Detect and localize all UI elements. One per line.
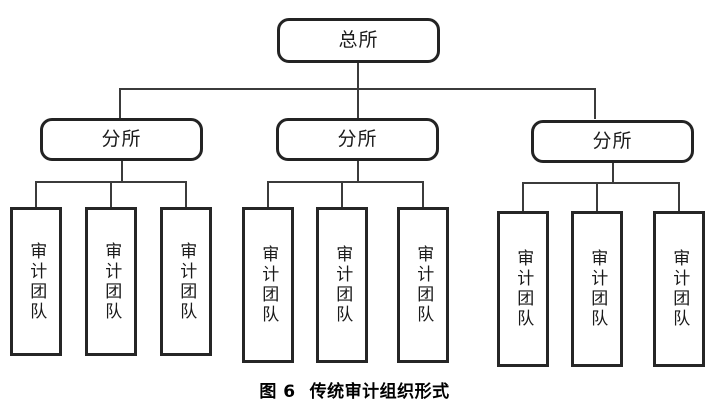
connector-group2-drop [357, 161, 359, 182]
connector-group2-team-drop-3 [422, 181, 424, 208]
node-audit-team-2-2: 审计团队 [316, 207, 368, 363]
connector-group3-team-drop-2 [596, 182, 598, 212]
figure-caption: 图 6 传统审计组织形式 [0, 377, 709, 402]
connector-branch-drop-1 [119, 88, 121, 119]
node-head-office: 总所 [277, 18, 440, 63]
connector-branch-drop-2 [357, 88, 359, 119]
node-audit-team-2-1: 审计团队 [242, 207, 294, 363]
node-branch-office-1-label: 分所 [101, 128, 142, 150]
node-audit-team-3-2: 审计团队 [571, 211, 623, 367]
node-audit-team-1-2: 审计团队 [85, 207, 137, 356]
connector-group3-bus [522, 182, 680, 184]
figure-caption-title: 传统审计组织形式 [309, 382, 450, 402]
node-head-office-label: 总所 [338, 29, 379, 51]
connector-group2-bus [267, 181, 424, 183]
node-audit-team-1-3: 审计团队 [160, 207, 212, 356]
node-audit-team-1-3-label: 审计团队 [176, 241, 197, 322]
connector-branch-drop-3 [594, 88, 596, 119]
node-audit-team-2-1-label: 审计团队 [258, 245, 279, 325]
connector-group2-team-drop-2 [341, 181, 343, 208]
node-audit-team-2-3-label: 审计团队 [413, 245, 434, 325]
node-audit-team-2-3: 审计团队 [397, 207, 449, 363]
connector-group1-team-drop-3 [185, 181, 187, 208]
node-audit-team-1-1: 审计团队 [10, 207, 62, 356]
node-audit-team-3-3: 审计团队 [653, 211, 705, 367]
connector-group3-team-drop-3 [678, 182, 680, 212]
node-audit-team-3-1-label: 审计团队 [513, 249, 534, 329]
node-branch-office-2-label: 分所 [337, 128, 378, 150]
node-audit-team-3-3-label: 审计团队 [669, 249, 690, 329]
connector-group2-team-drop-1 [267, 181, 269, 208]
figure-caption-label: 图 6 [259, 382, 296, 402]
connector-group1-drop [121, 161, 123, 182]
connector-group3-drop [612, 163, 614, 183]
node-audit-team-1-2-label: 审计团队 [101, 241, 122, 322]
node-branch-office-1: 分所 [40, 118, 203, 161]
connector-group1-team-drop-1 [35, 181, 37, 208]
connector-group1-team-drop-2 [110, 181, 112, 208]
node-audit-team-2-2-label: 审计团队 [332, 245, 353, 325]
node-audit-team-3-2-label: 审计团队 [587, 249, 608, 329]
connector-root-drop [357, 63, 359, 89]
connector-group3-team-drop-1 [522, 182, 524, 212]
node-branch-office-3-label: 分所 [592, 130, 633, 152]
node-branch-office-2: 分所 [276, 118, 439, 161]
node-audit-team-1-1-label: 审计团队 [26, 241, 47, 322]
node-audit-team-3-1: 审计团队 [497, 211, 549, 367]
node-branch-office-3: 分所 [531, 120, 694, 163]
